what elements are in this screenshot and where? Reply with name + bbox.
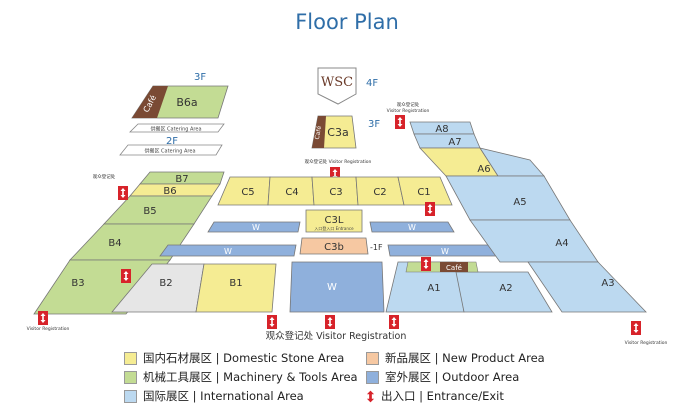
hall-c3b[interactable]	[299, 237, 369, 255]
c3l-entrance-label: 入口登入口 Entrance	[314, 225, 354, 231]
entrance-exit-icon	[366, 390, 375, 402]
hall-label-c3a: C3a	[327, 126, 348, 139]
registration-label-left-upper: 观众登记处	[93, 173, 116, 180]
floor-label-3f-center: 3F	[368, 119, 380, 130]
cafe-label-a: Café	[446, 264, 462, 272]
legend-new-product: 新品展区 | New Product Area	[366, 350, 545, 366]
legend-label: 国际展区 | International Area	[143, 389, 304, 403]
cafe-label-c3a: Café	[314, 125, 323, 140]
hall-label-a7: A7	[448, 137, 461, 148]
legend-swatch	[124, 351, 137, 365]
entrance-exit-icon	[421, 257, 431, 271]
page-title: Floor Plan	[295, 10, 399, 34]
wsc-block	[317, 67, 357, 105]
legend-swatch	[124, 389, 137, 403]
floor-label-2f: 2F	[166, 136, 178, 147]
legend-swatch	[366, 351, 379, 365]
entrance-exit-icon	[121, 269, 131, 283]
registration-label-center-top: 观众登记处 Visitor Registration	[305, 158, 372, 165]
catering-area-upper	[129, 123, 225, 133]
floor-label-3f-left: 3F	[194, 72, 206, 83]
hall-c1[interactable]	[397, 176, 453, 206]
entrance-exit-icon	[425, 202, 435, 216]
entrance-exit-icon	[325, 315, 335, 329]
outdoor-w-label: W	[327, 282, 337, 293]
entrance-exit-icon	[395, 115, 405, 129]
outdoor-w-label: W	[224, 247, 232, 256]
legend-label: 室外展区 | Outdoor Area	[385, 370, 520, 384]
legend-domestic: 国内石材展区 | Domestic Stone Area	[124, 350, 344, 366]
hall-label-b5: B5	[143, 206, 156, 217]
hall-label-a6: A6	[477, 164, 490, 175]
hall-b1[interactable]	[195, 263, 277, 313]
catering-area-lower	[119, 144, 223, 156]
hall-a5[interactable]	[445, 175, 571, 221]
hall-label-c3b: C3b	[324, 242, 344, 253]
hall-a7[interactable]	[413, 133, 481, 149]
hall-c3l[interactable]	[305, 209, 363, 233]
legend-international: 国际展区 | International Area	[124, 388, 304, 404]
hall-label-a4: A4	[555, 238, 568, 249]
legend-machinery: 机械工具展区 | Machinery & Tools Area	[124, 369, 358, 385]
legend-label: 新品展区 | New Product Area	[385, 351, 545, 365]
hall-label-c4: C4	[285, 187, 298, 198]
legend-swatch	[366, 370, 379, 384]
hall-label-b7: B7	[175, 174, 188, 185]
registration-label-right-top-en: Visitor Registration	[387, 108, 430, 114]
hall-label-a1: A1	[427, 283, 440, 294]
entrance-exit-icon	[118, 186, 128, 200]
legend-swatch	[124, 370, 137, 384]
hall-label-b6a: B6a	[176, 96, 197, 109]
legend-label: 出入口 | Entrance/Exit	[381, 389, 504, 403]
hall-label-c3: C3	[329, 187, 342, 198]
cafe-a-block	[440, 262, 468, 272]
entrance-exit-icon	[389, 315, 399, 329]
hall-label-b6: B6	[163, 186, 176, 197]
hall-label-c2: C2	[373, 187, 386, 198]
hall-b5[interactable]	[103, 195, 213, 225]
registration-label-right-top: 观众登记处	[397, 101, 420, 108]
outdoor-w-upper-right[interactable]	[369, 221, 455, 233]
cafe-c3a	[312, 116, 326, 148]
hall-label-a8: A8	[435, 124, 448, 135]
legend-label: 国内石材展区 | Domestic Stone Area	[143, 351, 345, 365]
legend-label: 机械工具展区 | Machinery & Tools Area	[143, 370, 358, 384]
hall-label-a5: A5	[513, 197, 526, 208]
wsc-logo: WSC	[321, 75, 353, 90]
catering-label-upper: 供餐区 Catering Area	[150, 126, 201, 133]
hall-a3[interactable]	[527, 261, 647, 313]
hall-label-b2: B2	[159, 278, 172, 289]
visitor-registration-label: 观众登记处 Visitor Registration	[266, 330, 407, 342]
outdoor-w-label: W	[252, 223, 260, 232]
floor-label-4f: 4F	[366, 78, 378, 89]
hall-label-a2: A2	[499, 283, 512, 294]
entrance-exit-icon	[38, 311, 48, 325]
hall-label-c3l: C3L	[325, 215, 344, 226]
registration-label-left-bottom: Visitor Registration	[27, 326, 70, 332]
outdoor-w-upper-left[interactable]	[207, 221, 301, 233]
legend-outdoor: 室外展区 | Outdoor Area	[366, 369, 519, 385]
floor-label-minus-1f: -1F	[370, 243, 383, 252]
hall-label-c5: C5	[241, 187, 254, 198]
outdoor-w-label: W	[408, 223, 416, 232]
hall-a2[interactable]	[455, 271, 553, 313]
registration-label-right-bottom: Visitor Registration	[625, 340, 668, 346]
outdoor-w-center[interactable]	[289, 261, 385, 313]
legend-entrance: 出入口 | Entrance/Exit	[366, 388, 504, 404]
hall-label-b3: B3	[71, 278, 84, 289]
hall-label-b1: B1	[229, 278, 242, 289]
hall-label-b4: B4	[108, 238, 121, 249]
hall-label-a3: A3	[601, 278, 614, 289]
outdoor-w-label: W	[441, 247, 449, 256]
catering-label-lower: 供餐区 Catering Area	[144, 148, 195, 155]
outdoor-w-middle-left[interactable]	[159, 244, 297, 257]
cafe-b6a	[132, 86, 168, 118]
entrance-exit-icon	[267, 315, 277, 329]
hall-label-c1: C1	[417, 187, 430, 198]
entrance-exit-icon	[631, 321, 641, 335]
